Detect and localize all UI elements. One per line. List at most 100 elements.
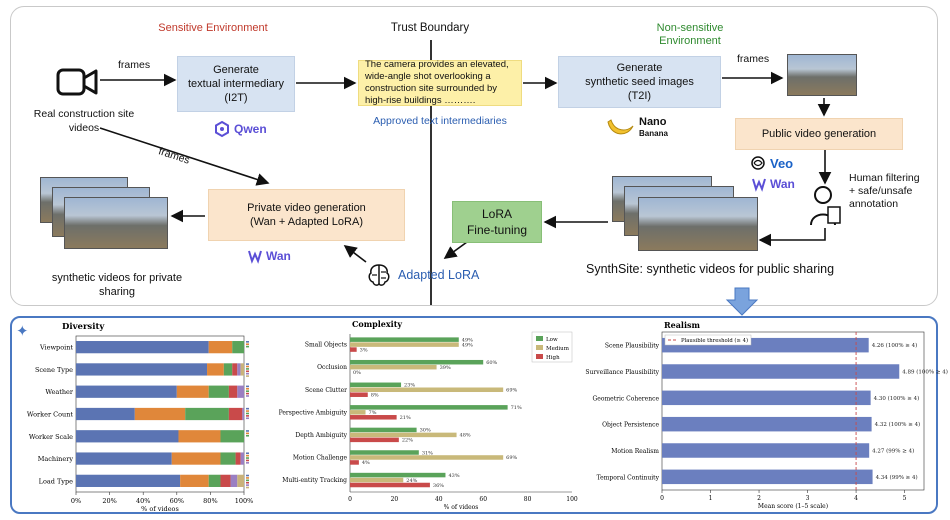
category-label: Worker Count: [27, 411, 73, 419]
data-label: 4.89 (100% ≥ 4): [902, 369, 948, 376]
x-axis-label: % of videos: [444, 504, 479, 511]
category-label: Scene Type: [35, 366, 73, 374]
legend-label: Medium: [546, 346, 570, 352]
banana-icon: [607, 119, 634, 135]
wan-icon: [248, 250, 262, 264]
nonsensitive-environment-header: Non-sensitive Environment: [656, 22, 724, 47]
bar-segment: [242, 407, 244, 421]
legend-label: Plausible threshold (≥ 4): [681, 337, 748, 344]
legend-swatch: [246, 385, 249, 388]
category-label: Object Persistence: [602, 422, 659, 429]
qwen-label: Qwen: [234, 122, 267, 136]
nano-banana-logo: Nano Banana: [605, 116, 668, 140]
veo-logo: Veo: [750, 155, 793, 171]
category-label: Depth Ambiguity: [295, 432, 347, 439]
wan-logo: Wan: [248, 249, 291, 264]
category-label: Multi-entity Tracking: [282, 477, 347, 484]
adapted-lora-node: Adapted LoRA: [366, 262, 479, 288]
legend-swatch: [246, 395, 249, 397]
data-label: 43%: [448, 473, 459, 479]
category-label: Scene Plausibility: [605, 343, 660, 350]
legend-swatch: [246, 457, 249, 459]
bar: [350, 477, 404, 483]
bar-segment: [235, 452, 241, 465]
video-camera-icon: [56, 66, 98, 103]
veo-label: Veo: [770, 155, 794, 171]
adapted-lora-label: Adapted LoRA: [398, 268, 480, 282]
legend-swatch: [246, 486, 249, 489]
bar: [350, 359, 484, 365]
legend-swatch: [246, 452, 249, 455]
edge-label-frames: frames: [737, 53, 770, 65]
synthsite-video-frame: [638, 197, 758, 251]
legend-swatch: [246, 407, 249, 410]
legend-swatch: [246, 370, 249, 373]
x-tick-label: 80: [524, 496, 532, 503]
plot-frame: [661, 331, 925, 491]
bar: [350, 460, 359, 465]
category-label: Weather: [45, 388, 74, 396]
bar: [662, 364, 900, 379]
bar-segment: [178, 430, 221, 443]
data-label: 4.32 (100% ≥ 4): [875, 421, 921, 428]
data-label: 69%: [506, 455, 517, 461]
category-label: Viewpoint: [39, 344, 73, 352]
bar: [350, 337, 459, 342]
legend-swatch: [246, 372, 249, 375]
bar-segment: [237, 385, 244, 398]
bar-segment: [185, 407, 229, 421]
bar-segment: [207, 363, 224, 376]
category-label: Perspective Ambiguity: [279, 409, 348, 416]
bar: [350, 432, 457, 438]
bar-segment: [220, 430, 244, 443]
chart-title: Complexity: [352, 319, 402, 329]
data-label: 7%: [369, 410, 377, 416]
bar-segment: [228, 407, 243, 421]
data-label: 31%: [422, 450, 433, 456]
legend-swatch: [246, 410, 249, 412]
legend-swatch: [536, 354, 543, 359]
private-video-frame: [64, 197, 168, 249]
public-video-generation-box: Public video generation: [735, 118, 903, 150]
legend-swatch: [246, 474, 249, 477]
chart-title: Diversity: [62, 322, 105, 332]
legend-swatch: [246, 368, 249, 370]
legend-swatch: [246, 430, 249, 432]
data-label: 36%: [433, 483, 444, 489]
bar: [350, 482, 430, 488]
legend-swatch: [246, 392, 249, 395]
category-label: Occlusion: [317, 364, 347, 371]
category-label: Worker Scale: [29, 433, 73, 441]
x-tick-label: 80%: [203, 497, 217, 505]
pipeline-panel: [10, 6, 938, 306]
x-tick-label: 0: [348, 496, 352, 503]
bar-segment: [220, 452, 236, 465]
x-tick-label: 2: [757, 495, 761, 502]
data-label: 49%: [462, 342, 473, 348]
legend-swatch: [246, 417, 249, 420]
bar-segment: [237, 474, 244, 487]
category-label: Temporal Continuity: [597, 474, 660, 481]
bar-segment: [76, 407, 135, 421]
human-annotator-icon: [808, 185, 842, 232]
trust-boundary-line: [430, 40, 432, 305]
x-tick-label: 20%: [102, 497, 116, 505]
data-label: 69%: [506, 388, 517, 394]
legend-swatch: [246, 390, 249, 392]
data-label: 8%: [371, 392, 379, 398]
x-tick-label: 100%: [235, 497, 254, 505]
bar-segment: [180, 474, 209, 487]
x-tick-label: 0: [660, 495, 664, 502]
sensitive-environment-header: Sensitive Environment: [158, 22, 268, 34]
qwen-icon: [215, 120, 229, 138]
seed-image-thumbnail: [787, 54, 857, 96]
legend-swatch: [246, 415, 249, 417]
bar: [350, 387, 504, 393]
category-label: Motion Challenge: [293, 455, 348, 462]
bar-segment: [240, 452, 244, 465]
data-label: 71%: [511, 405, 522, 411]
bar: [350, 392, 368, 397]
bar: [350, 410, 366, 415]
